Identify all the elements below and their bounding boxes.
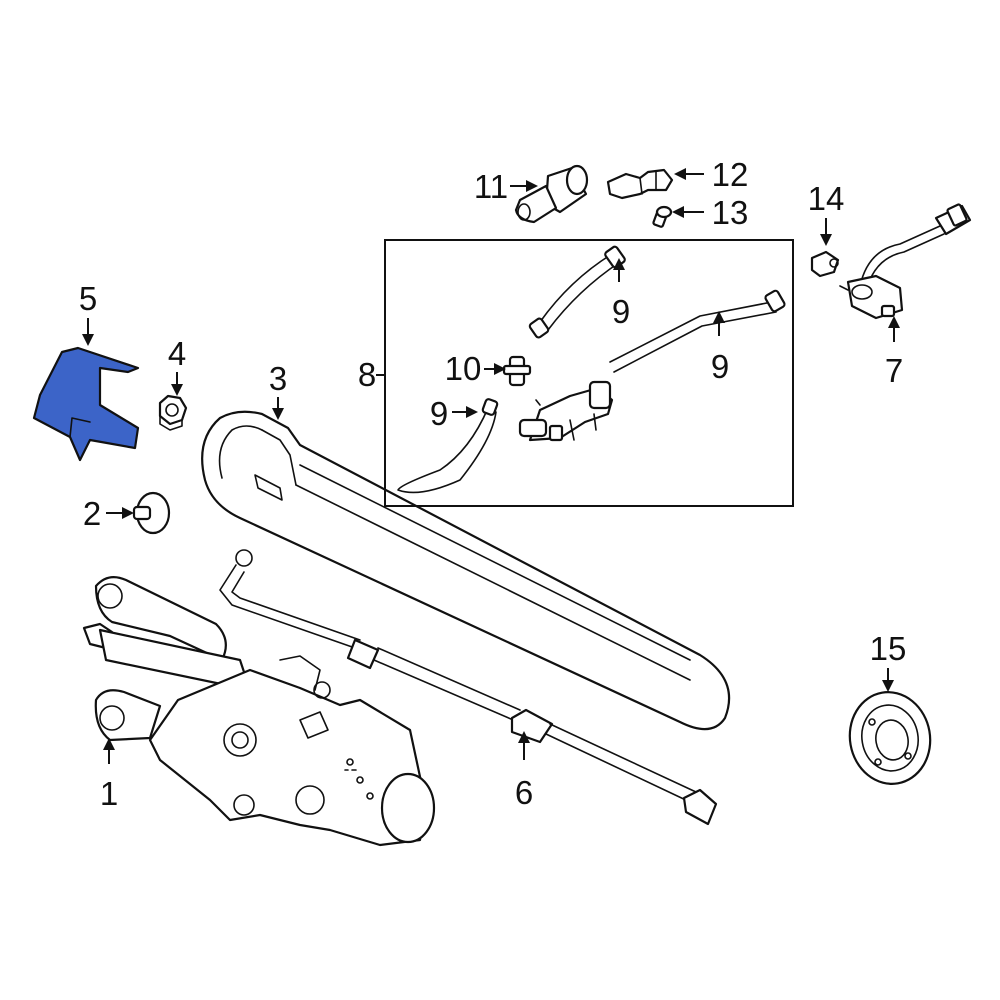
part-3-arm-cover[interactable] xyxy=(201,410,731,731)
part-7-pump[interactable] xyxy=(839,203,972,320)
callout-9c: 9 xyxy=(430,395,478,432)
part-12-connector[interactable] xyxy=(606,168,674,200)
callout-10: 10 xyxy=(445,350,506,387)
part-14-fitting[interactable] xyxy=(810,250,840,278)
callout-12: 12 xyxy=(674,156,748,193)
washer-pump[interactable] xyxy=(518,380,614,442)
label-12: 12 xyxy=(712,156,749,193)
callout-2: 2 xyxy=(83,495,134,532)
callout-14: 14 xyxy=(808,180,845,246)
hose-9-right[interactable] xyxy=(609,289,786,373)
label-2: 2 xyxy=(83,495,101,532)
callout-3: 3 xyxy=(269,360,287,420)
part-5-cover[interactable] xyxy=(32,346,140,462)
callout-5: 5 xyxy=(79,280,97,346)
callout-4: 4 xyxy=(168,335,186,396)
label-1: 1 xyxy=(100,775,118,812)
label-7: 7 xyxy=(885,352,903,389)
part-4-nut[interactable] xyxy=(158,394,188,431)
callout-1: 1 xyxy=(100,738,118,812)
callout-9a: 9 xyxy=(612,258,630,330)
label-9a: 9 xyxy=(612,293,630,330)
label-14: 14 xyxy=(808,180,845,217)
label-5: 5 xyxy=(79,280,97,317)
label-13: 13 xyxy=(712,194,749,231)
callout-15: 15 xyxy=(870,630,907,692)
callout-13: 13 xyxy=(672,194,748,231)
callout-11: 11 xyxy=(474,168,538,205)
label-15: 15 xyxy=(870,630,907,667)
label-8: 8 xyxy=(358,356,376,393)
label-4: 4 xyxy=(168,335,186,372)
label-9b: 9 xyxy=(711,348,729,385)
part-15-bushing[interactable] xyxy=(843,686,938,790)
part-6-hose[interactable] xyxy=(219,549,718,826)
part-11-nozzle[interactable] xyxy=(514,164,589,224)
part-8-washer-kit[interactable] xyxy=(384,239,794,507)
label-3: 3 xyxy=(269,360,287,397)
part-13-clip[interactable] xyxy=(652,205,673,228)
hose-9-left[interactable] xyxy=(397,398,499,494)
callout-9b: 9 xyxy=(711,311,729,385)
callout-6: 6 xyxy=(515,731,533,811)
label-9c: 9 xyxy=(430,395,448,432)
callout-7: 7 xyxy=(885,316,903,389)
label-11: 11 xyxy=(474,168,508,205)
connector-10[interactable] xyxy=(502,355,532,387)
label-6: 6 xyxy=(515,774,533,811)
callout-8: 8 xyxy=(358,356,385,393)
part-2-grommet[interactable] xyxy=(132,491,171,535)
part-1-wiper-motor[interactable] xyxy=(82,575,436,847)
label-10: 10 xyxy=(445,350,482,387)
